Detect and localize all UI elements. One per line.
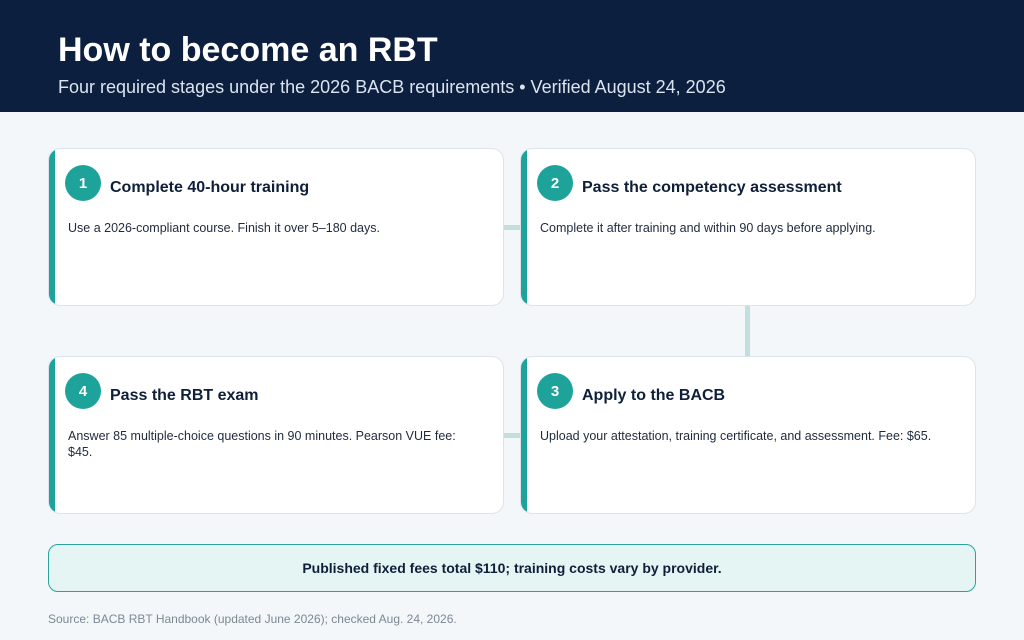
card-accent-bar [49,149,55,305]
step-card-4: 4 Pass the RBT exam Answer 85 multiple-c… [48,356,504,514]
page-title: How to become an RBT [58,31,438,69]
page-subtitle: Four required stages under the 2026 BACB… [58,77,726,97]
connector-step3-step4 [504,433,520,438]
connector-step2-step3 [745,306,750,356]
card-accent-bar [49,357,55,513]
step-number-badge: 2 [537,165,573,201]
step-title: Complete 40-hour training [110,179,310,196]
connector-step1-step2 [504,225,520,230]
step-number-badge: 3 [537,373,573,409]
step-card-1: 1 Complete 40-hour training Use a 2026-c… [48,148,504,306]
card-accent-bar [521,357,527,513]
source-note: Source: BACB RBT Handbook (updated June … [48,612,457,626]
step-number-badge: 4 [65,373,101,409]
header-banner: How to become an RBT Four required stage… [0,0,1024,112]
step-description: Use a 2026-compliant course. Finish it o… [68,221,380,235]
step-number-badge: 1 [65,165,101,201]
step-description: Answer 85 multiple-choice questions in 9… [68,429,456,459]
step-card-2: 2 Pass the competency assessment Complet… [520,148,976,306]
step-description: Upload your attestation, training certif… [540,429,932,443]
step-description: Complete it after training and within 90… [540,221,876,235]
fees-summary-box: Published fixed fees total $110; trainin… [48,544,976,592]
step-card-3: 3 Apply to the BACB Upload your attestat… [520,356,976,514]
step-title: Pass the RBT exam [110,387,259,404]
step-title: Pass the competency assessment [582,179,842,196]
card-accent-bar [521,149,527,305]
step-title: Apply to the BACB [582,387,726,404]
